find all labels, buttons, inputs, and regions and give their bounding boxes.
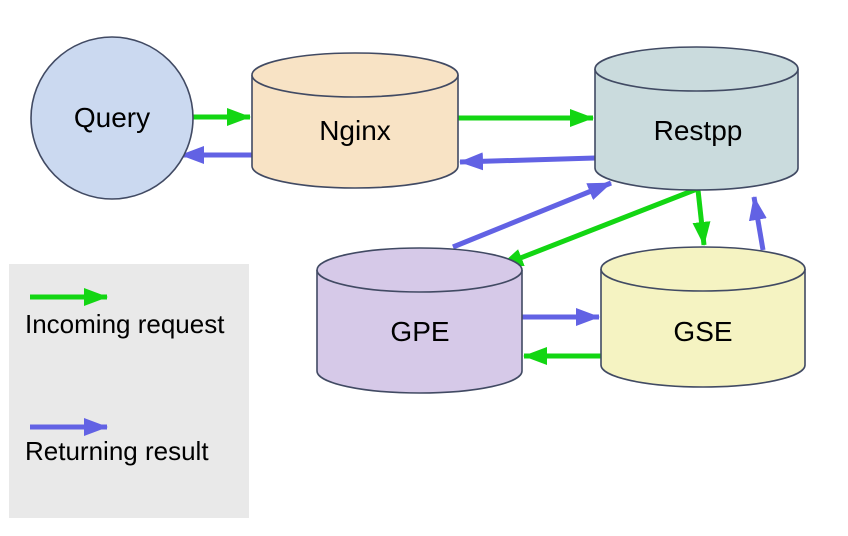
node-label-nginx: Nginx (319, 115, 391, 146)
edge-restpp-to-nginx (459, 152, 596, 171)
node-label-gpe: GPE (390, 316, 449, 347)
gse-cylinder-body (600, 269, 806, 388)
gpe-cylinder-top (316, 247, 523, 293)
node-nginx: Nginx (251, 52, 459, 189)
legend-background (9, 264, 249, 518)
query-circle (30, 36, 194, 200)
edge-gpe-to-restpp (452, 180, 612, 250)
node-label-restpp: Restpp (654, 115, 743, 146)
node-gpe: GPE (316, 247, 523, 394)
nginx-cylinder-top (251, 52, 459, 98)
gse-cylinder-top (600, 246, 806, 292)
restpp-cylinder-top (594, 46, 799, 92)
node-query: Query (30, 36, 194, 200)
nginx-cylinder-body (251, 75, 459, 189)
edge-restpp-to-gpe (499, 186, 698, 269)
edge-restpp-to-gse (692, 189, 711, 246)
edge-gse-to-restpp (748, 196, 767, 251)
node-restpp: Restpp (594, 46, 799, 191)
restpp-cylinder-body (594, 69, 799, 191)
node-label-gse: GSE (673, 316, 732, 347)
legend: Incoming request Returning result (9, 264, 249, 518)
gpe-cylinder-body (316, 270, 523, 394)
node-label-query: Query (74, 102, 150, 133)
legend-incoming-label: Incoming request (25, 309, 225, 339)
node-gse: GSE (600, 246, 806, 388)
legend-returning-label: Returning result (25, 436, 209, 466)
